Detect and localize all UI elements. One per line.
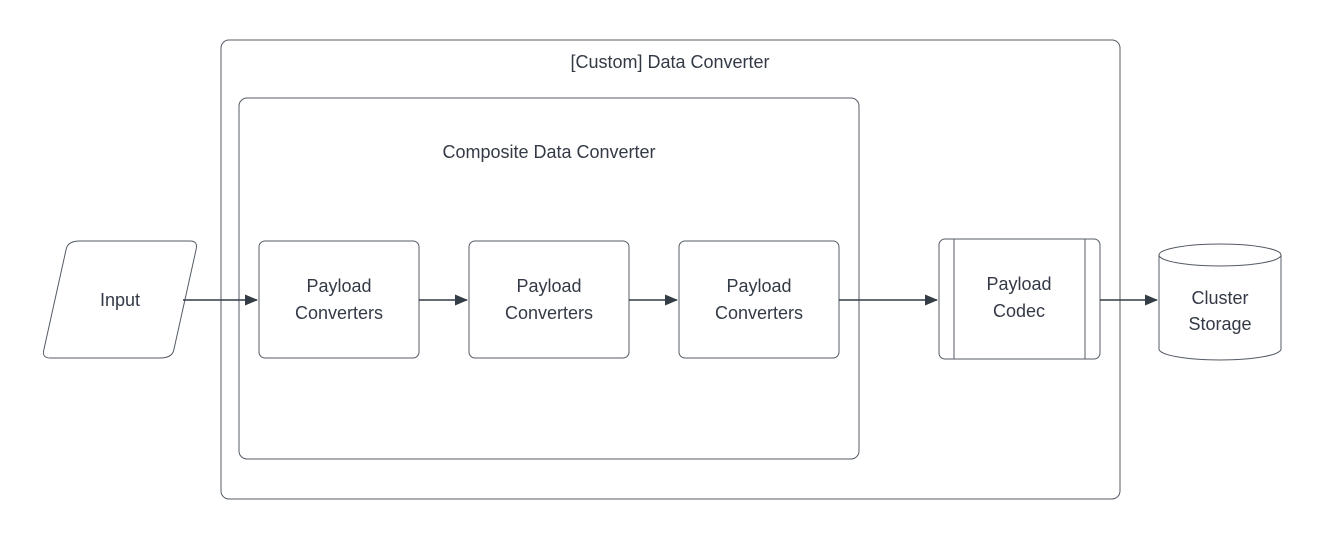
input-label: Input xyxy=(100,290,140,310)
payload-converters-box-3 xyxy=(678,240,840,359)
cluster-storage-cylinder-top xyxy=(1158,243,1282,267)
payload-converters-node-3: Payload Converters xyxy=(678,240,840,359)
payload-converters-1-line1: Payload xyxy=(306,276,371,296)
payload-converters-node-1: Payload Converters xyxy=(258,240,420,359)
custom-data-converter-title: [Custom] Data Converter xyxy=(570,52,769,72)
cluster-storage-node: Cluster Storage xyxy=(1158,243,1282,361)
payload-codec-line2: Codec xyxy=(993,301,1045,321)
composite-data-converter-group: Composite Data Converter xyxy=(238,97,860,460)
cluster-storage-line1: Cluster xyxy=(1191,288,1248,308)
payload-converters-box-2 xyxy=(468,240,630,359)
payload-converters-3-line2: Converters xyxy=(715,303,803,323)
input-parallelogram xyxy=(43,240,197,359)
input-node: Input xyxy=(43,240,197,359)
composite-data-converter-container xyxy=(238,97,860,460)
payload-converters-2-line2: Converters xyxy=(505,303,593,323)
cluster-storage-cylinder-body xyxy=(1158,255,1282,361)
payload-codec-box xyxy=(938,238,1101,360)
payload-converters-node-2: Payload Converters xyxy=(468,240,630,359)
payload-converters-2-line1: Payload xyxy=(516,276,581,296)
composite-data-converter-title: Composite Data Converter xyxy=(442,142,655,162)
cluster-storage-line2: Storage xyxy=(1188,314,1251,334)
payload-converters-3-line1: Payload xyxy=(726,276,791,296)
payload-codec-node: Payload Codec xyxy=(938,238,1101,360)
payload-codec-line1: Payload xyxy=(986,274,1051,294)
payload-converters-1-line2: Converters xyxy=(295,303,383,323)
custom-data-converter-group: [Custom] Data Converter xyxy=(220,39,1121,500)
payload-converters-box-1 xyxy=(258,240,420,359)
custom-data-converter-container xyxy=(220,39,1121,500)
